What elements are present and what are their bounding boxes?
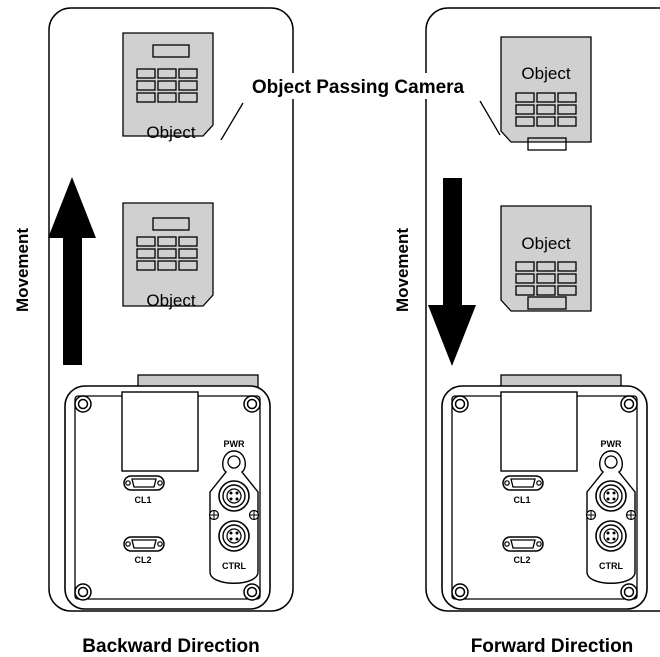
caption-backward: Backward Direction xyxy=(82,636,259,657)
cl2-label: CL2 xyxy=(513,555,530,565)
ctrl-connector-icon xyxy=(218,520,250,552)
movement-arrow-up xyxy=(48,177,96,365)
screw-icon xyxy=(243,583,261,601)
pwr-led-icon xyxy=(604,455,618,469)
screw-icon xyxy=(625,509,637,521)
screw-icon xyxy=(620,395,638,413)
ctrl-connector-icon xyxy=(595,520,627,552)
screw-icon xyxy=(620,583,638,601)
sensor-window xyxy=(500,391,578,472)
caption-forward: Forward Direction xyxy=(471,636,634,657)
pwr-led-icon xyxy=(227,455,241,469)
panel-backward: Object Object CL1 CL2 PWR xyxy=(13,7,294,657)
movement-label: Movement xyxy=(13,228,32,312)
ctrl-label: CTRL xyxy=(222,561,246,571)
power-connector-icon xyxy=(595,480,627,512)
movement-label: Movement xyxy=(393,228,412,312)
ctrl-label: CTRL xyxy=(599,561,623,571)
callout-leader-right xyxy=(479,100,501,136)
screw-icon xyxy=(74,395,92,413)
screw-icon xyxy=(208,509,220,521)
screw-icon xyxy=(451,395,469,413)
object-label: Object xyxy=(521,234,570,253)
screw-icon xyxy=(585,509,597,521)
cl2-label: CL2 xyxy=(134,555,151,565)
panel-forward: Object Object CL1 CL2 PWR xyxy=(393,7,660,657)
callout-background xyxy=(222,73,494,99)
movement-arrow-down xyxy=(428,178,476,366)
callout-leader-left xyxy=(220,102,244,141)
callout-object-passing-camera: Object Passing Camera xyxy=(252,77,465,98)
object-label: Object xyxy=(146,291,195,310)
cl2-connector-icon xyxy=(502,536,544,552)
pwr-label: PWR xyxy=(224,439,245,449)
pwr-label: PWR xyxy=(601,439,622,449)
screw-icon xyxy=(451,583,469,601)
cl1-connector-icon xyxy=(502,475,544,491)
cl2-connector-icon xyxy=(123,536,165,552)
object-label: Object xyxy=(521,64,570,83)
object-card: Object xyxy=(122,202,214,310)
sensor-window xyxy=(121,391,199,472)
cl1-label: CL1 xyxy=(134,495,151,505)
screw-icon xyxy=(243,395,261,413)
screw-icon xyxy=(74,583,92,601)
power-connector-icon xyxy=(218,480,250,512)
object-card: Object xyxy=(500,205,592,312)
object-card: Object xyxy=(122,32,214,142)
camera-back: CL1 CL2 PWR CTRL xyxy=(64,374,271,610)
screw-icon xyxy=(248,509,260,521)
cl1-connector-icon xyxy=(123,475,165,491)
object-card: Object xyxy=(500,36,592,151)
object-label: Object xyxy=(146,123,195,142)
camera-forward: CL1 CL2 PWR CTRL xyxy=(441,374,648,610)
cl1-label: CL1 xyxy=(513,495,530,505)
